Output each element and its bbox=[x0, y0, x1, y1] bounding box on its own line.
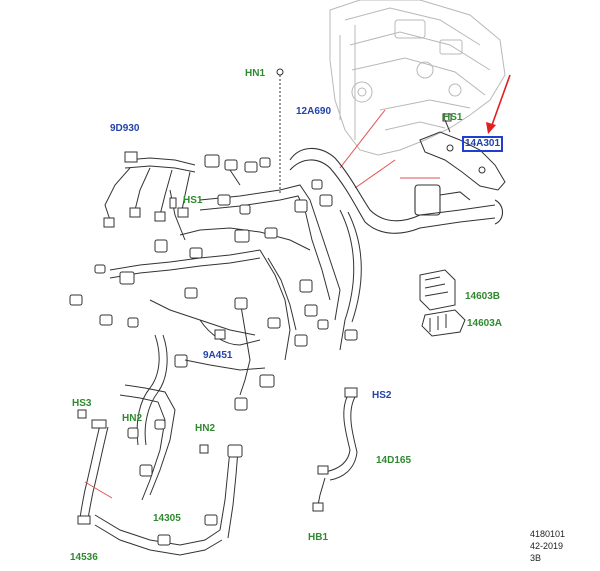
label-hn2-left: HN2 bbox=[122, 413, 143, 424]
harness-14d165 bbox=[312, 387, 358, 512]
hn1-stud bbox=[276, 68, 284, 195]
label-hs1-left: HS1 bbox=[183, 195, 203, 206]
label-14536: 14536 bbox=[70, 552, 98, 563]
label-14603a: 14603A bbox=[467, 318, 503, 329]
label-hn1: HN1 bbox=[245, 68, 266, 79]
pointer-arrow bbox=[486, 74, 511, 134]
reference-revision: 3B bbox=[530, 553, 542, 563]
label-9d930: 9D930 bbox=[110, 123, 140, 134]
label-12a690: 12A690 bbox=[296, 106, 332, 117]
harness-14a301-bracket bbox=[419, 113, 506, 191]
label-hs3: HS3 bbox=[72, 398, 92, 409]
label-14a301: 14A301 bbox=[462, 136, 504, 152]
label-9a451: 9A451 bbox=[203, 350, 233, 361]
harness-connectors bbox=[69, 154, 358, 411]
parts-14603 bbox=[419, 269, 466, 337]
label-14305: 14305 bbox=[153, 513, 181, 524]
reference-date: 42-2019 bbox=[530, 541, 564, 551]
small-fasteners bbox=[77, 197, 209, 454]
engine-block-illustration bbox=[329, 0, 506, 156]
harness-14305 bbox=[94, 334, 243, 556]
main-harness-trunk bbox=[289, 147, 504, 234]
label-hs2: HS2 bbox=[372, 390, 392, 401]
label-hn2-mid: HN2 bbox=[195, 423, 216, 434]
label-14603b: 14603B bbox=[465, 291, 501, 302]
leader-line-14536 bbox=[84, 481, 113, 499]
leader-lines-engine bbox=[339, 109, 440, 189]
label-hs1-top: HS1 bbox=[443, 112, 463, 123]
harness-14536 bbox=[77, 419, 109, 525]
label-14d165: 14D165 bbox=[376, 455, 412, 466]
harness-9d930 bbox=[103, 151, 196, 228]
label-hb1: HB1 bbox=[308, 532, 329, 543]
harness-9a451 bbox=[184, 319, 266, 371]
reference-number: 4180101 bbox=[530, 529, 566, 539]
